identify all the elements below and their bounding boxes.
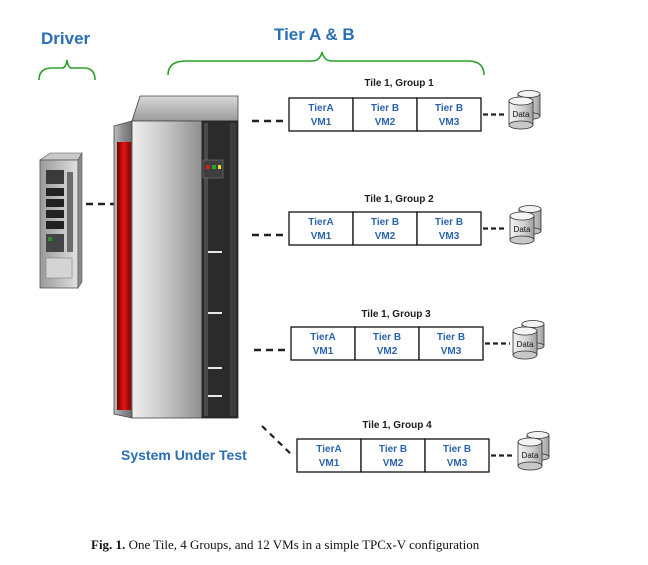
vm-tier-label: TierA	[316, 444, 341, 455]
vm-cell	[288, 97, 354, 132]
group-3-vm-box: TierA VM1 Tier B VM2 Tier B VM3	[290, 326, 484, 361]
vm-tier-label: Tier B	[371, 217, 399, 228]
vm-cell	[418, 326, 484, 361]
vm-tier-label: Tier B	[379, 444, 407, 455]
vm-name-label: VM2	[377, 346, 398, 357]
vm-cell	[354, 326, 420, 361]
vm-tier-label: Tier B	[437, 332, 465, 343]
vm-cell	[416, 211, 482, 246]
vm-cell	[424, 438, 490, 473]
vm-cell	[360, 438, 426, 473]
tier-brace	[167, 51, 485, 76]
group-4: Tile 1, Group 4 TierA VM1 Tier B VM2 Tier B VM…	[296, 420, 550, 473]
vm-name-label: VM1	[319, 458, 340, 469]
vm-tier-label: Tier B	[435, 217, 463, 228]
database-icon: Data	[512, 320, 545, 360]
group-3-label: Tile 1, Group 3	[361, 309, 431, 320]
vm-tier-label: TierA	[310, 332, 335, 343]
group-2-vm-box: TierA VM1 Tier B VM2 Tier B VM3	[288, 211, 482, 246]
vm-tier-label: Tier B	[443, 444, 471, 455]
vm-cell	[288, 211, 354, 246]
group-4-connector	[261, 425, 293, 456]
group-1: Tile 1, Group 1 TierA VM1 Tier B VM2 Tier B VM…	[288, 78, 541, 132]
vm-name-label: VM2	[383, 458, 404, 469]
database-icon: Data	[508, 90, 541, 130]
vm-name-label: VM2	[375, 231, 396, 242]
vm-name-label: VM3	[439, 117, 460, 128]
vm-cell	[296, 438, 362, 473]
system-under-test-server-icon	[113, 95, 239, 419]
driver-brace	[38, 59, 96, 81]
caption-prefix: Fig. 1.	[91, 537, 125, 552]
driver-heading: Driver	[41, 29, 91, 48]
vm-tier-label: TierA	[308, 217, 333, 228]
vm-name-label: VM3	[447, 458, 468, 469]
vm-cell	[352, 211, 418, 246]
figure-caption: Fig. 1. One Tile, 4 Groups, and 12 VMs i…	[91, 537, 480, 552]
group-4-label: Tile 1, Group 4	[362, 420, 432, 431]
vm-cell	[416, 97, 482, 132]
database-icon: Data	[517, 431, 550, 471]
vm-name-label: VM3	[441, 346, 462, 357]
driver-server-icon	[39, 151, 83, 289]
vm-name-label: VM3	[439, 231, 460, 242]
vm-name-label: VM1	[313, 346, 334, 357]
vm-name-label: VM2	[375, 117, 396, 128]
tier-ab-heading: Tier A & B	[274, 25, 355, 44]
database-label: Data	[522, 451, 539, 460]
vm-cell	[352, 97, 418, 132]
vm-name-label: VM1	[311, 117, 332, 128]
group-3: Tile 1, Group 3 TierA VM1 Tier B VM2 Tier B VM…	[290, 309, 545, 361]
database-label: Data	[514, 225, 531, 234]
vm-tier-label: Tier B	[371, 103, 399, 114]
group-2-label: Tile 1, Group 2	[364, 194, 434, 205]
database-icon: Data	[509, 205, 542, 245]
vm-name-label: VM1	[311, 231, 332, 242]
group-1-label: Tile 1, Group 1	[364, 78, 434, 89]
database-label: Data	[517, 340, 534, 349]
vm-tier-label: TierA	[308, 103, 333, 114]
group-4-vm-box: TierA VM1 Tier B VM2 Tier B VM3	[296, 438, 490, 473]
vm-tier-label: Tier B	[435, 103, 463, 114]
group-2: Tile 1, Group 2 TierA VM1 Tier B VM2 Tier B VM…	[288, 194, 542, 246]
vm-cell	[290, 326, 356, 361]
system-under-test-label: System Under Test	[121, 447, 247, 463]
group-1-vm-box: TierA VM1 Tier B VM2 Tier B VM3	[288, 97, 482, 132]
caption-text: One Tile, 4 Groups, and 12 VMs in a simp…	[125, 537, 479, 552]
vm-tier-label: Tier B	[373, 332, 401, 343]
database-label: Data	[513, 110, 530, 119]
